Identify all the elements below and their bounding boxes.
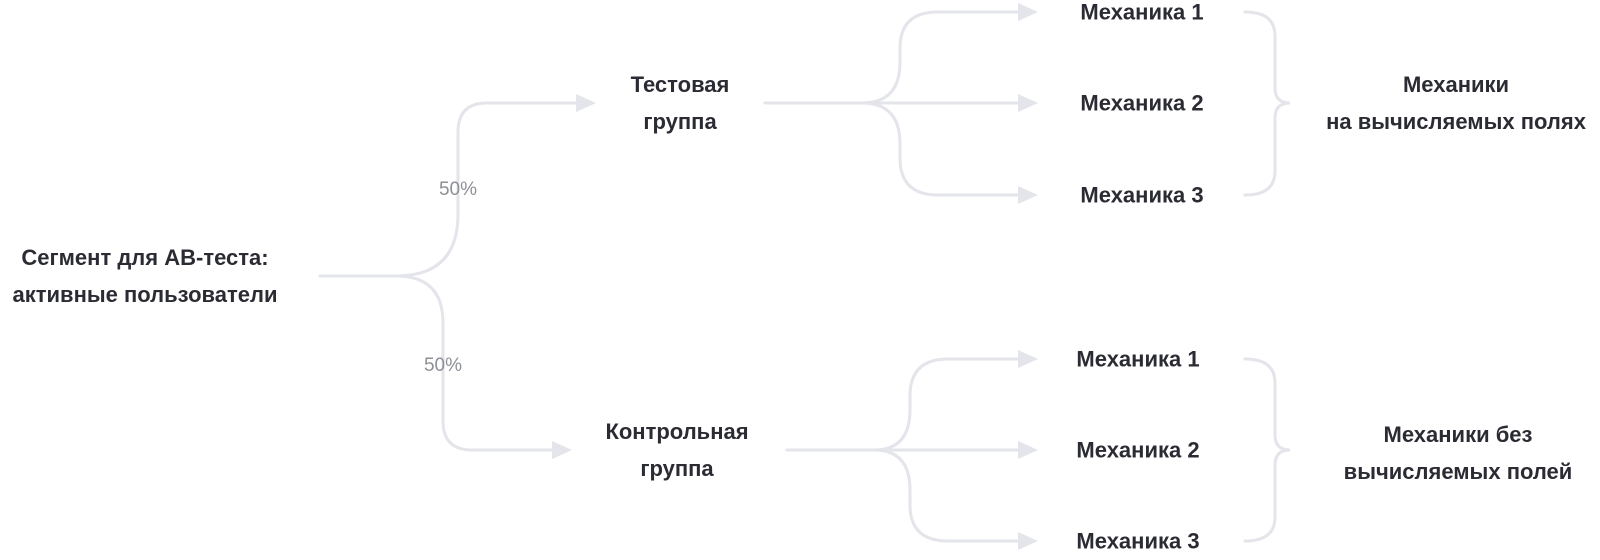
arrow-to-test-group: [576, 94, 596, 112]
control-mechanics-brace: [1243, 357, 1291, 543]
control-summary-line-1: Механики без: [1383, 422, 1533, 447]
root-segment-line-2: активные пользователи: [12, 282, 278, 307]
control-group-line-2: группа: [640, 456, 714, 481]
test-split-percent: 50%: [438, 179, 478, 200]
test-group-line-1: Тестовая: [630, 72, 730, 97]
control-group-line-1: Контрольная: [605, 419, 749, 444]
test-group-label: Тестовая группа: [631, 66, 730, 140]
arrow-to-control-group: [552, 441, 572, 459]
arrow-test-mechanic-3: [1018, 186, 1038, 204]
test-mechanic-1: Механика 1: [1080, 0, 1204, 25]
control-summary-line-2: вычисляемых полей: [1343, 459, 1573, 484]
test-mechanics-summary: Механики на вычисляемых полях: [1326, 66, 1586, 140]
control-mechanic-2: Механика 2: [1076, 437, 1200, 463]
branch-to-test-group: [394, 101, 578, 278]
test-mechanic-2: Механика 2: [1080, 90, 1204, 116]
arrow-control-mechanic-1: [1018, 350, 1038, 368]
control-to-mechanic-1: [872, 357, 1020, 452]
arrow-test-mechanic-2: [1018, 94, 1038, 112]
branch-to-control-group: [394, 274, 554, 452]
control-split-percent: 50%: [423, 355, 463, 376]
control-mechanic-3: Механика 3: [1076, 528, 1200, 554]
test-mechanic-3: Механика 3: [1080, 182, 1204, 208]
control-mechanic-1: Механика 1: [1076, 346, 1200, 372]
test-mechanics-brace: [1243, 10, 1291, 197]
test-to-mechanic-3: [860, 101, 1020, 197]
arrow-test-mechanic-1: [1018, 3, 1038, 21]
test-summary-line-1: Механики: [1402, 72, 1510, 97]
root-segment-line-1: Сегмент для АВ-теста:: [21, 245, 269, 270]
root-segment-label: Сегмент для АВ-теста: активные пользоват…: [13, 239, 278, 313]
test-to-mechanic-1: [860, 10, 1020, 105]
test-summary-line-2: на вычисляемых полях: [1326, 109, 1586, 134]
test-group-line-2: группа: [643, 109, 717, 134]
control-group-label: Контрольная группа: [605, 413, 748, 487]
control-mechanics-summary: Механики без вычисляемых полей: [1344, 416, 1573, 490]
arrow-control-mechanic-3: [1018, 532, 1038, 550]
arrow-control-mechanic-2: [1018, 441, 1038, 459]
control-to-mechanic-3: [872, 448, 1020, 543]
